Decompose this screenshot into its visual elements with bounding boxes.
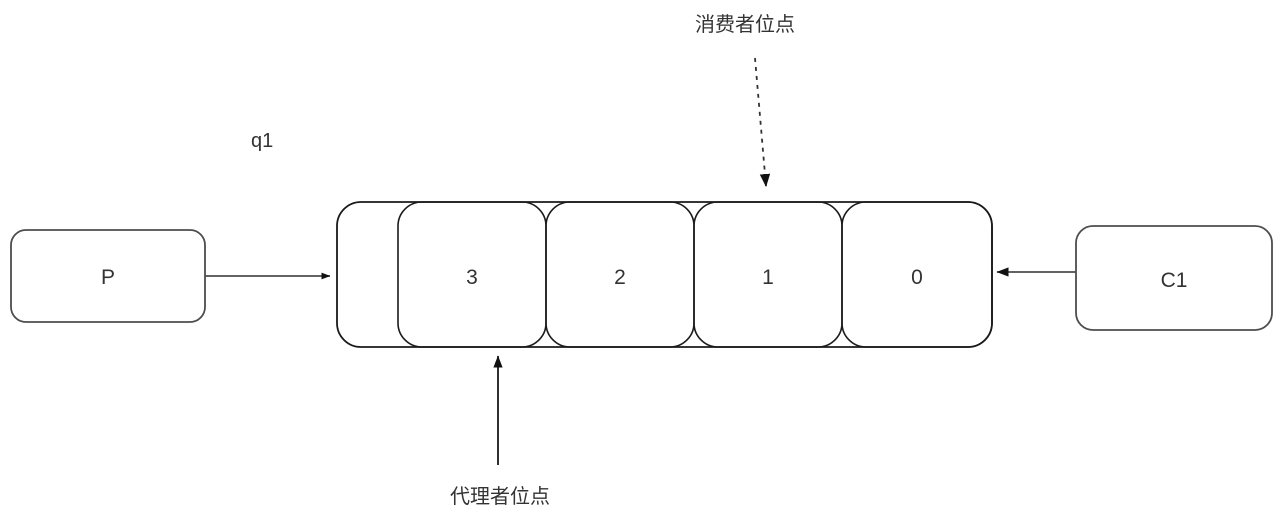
consumer-offset-arrow: [754, 57, 771, 187]
consumer-box-label: C1: [1161, 269, 1188, 292]
consumer-box-shape: [1075, 225, 1273, 331]
queue-cell-shape: [841, 201, 993, 348]
queue-cell[interactable]: 0: [841, 201, 993, 348]
queue-cell-label: 1: [762, 266, 774, 289]
queue-outer-shape: [336, 201, 993, 348]
producer-box[interactable]: P: [10, 229, 206, 323]
consumer-offset-label: 消费者位点: [695, 13, 795, 36]
queue-name-label: q1: [251, 130, 273, 152]
queue-cell-label: 2: [614, 266, 626, 289]
consumer-box[interactable]: C1: [1075, 225, 1273, 331]
producer-box-label: P: [101, 266, 115, 289]
queue-cell-label: 3: [466, 266, 478, 289]
queue-container: 3 2 1 0: [336, 201, 993, 348]
consumer-offset-annotation: 消费者位点: [695, 13, 795, 187]
broker-offset-label: 代理者位点: [450, 485, 550, 508]
queue-cell-label: 0: [911, 266, 923, 289]
broker-offset-annotation: 代理者位点: [450, 355, 550, 508]
